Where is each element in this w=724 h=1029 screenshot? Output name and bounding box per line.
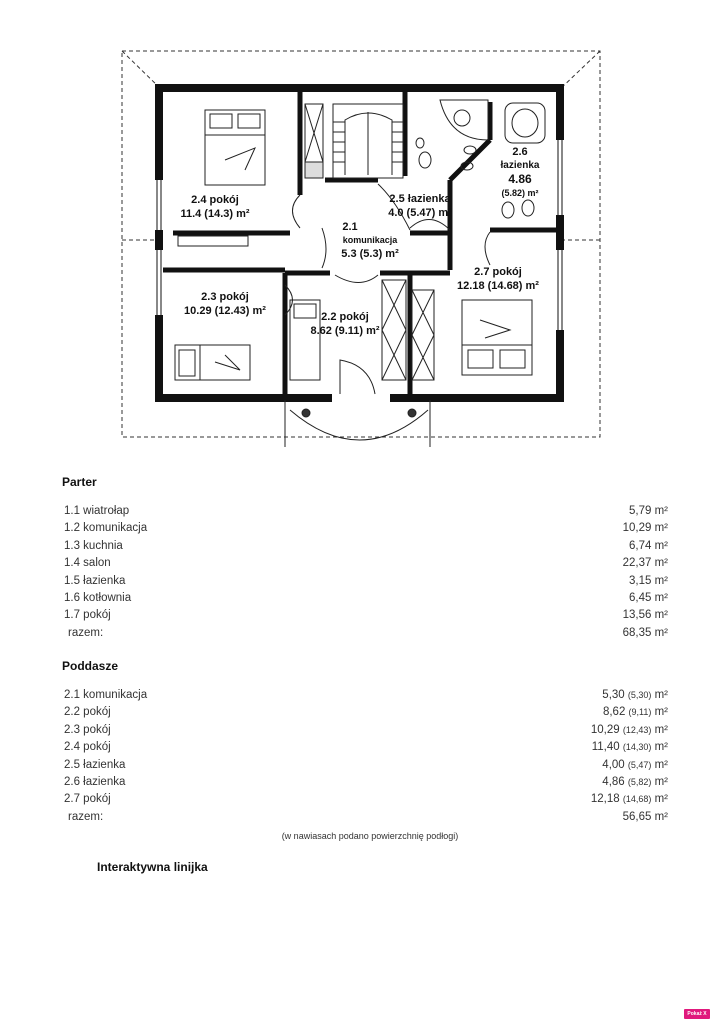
parter-row: 1.3 kuchnia 6,74 m² bbox=[62, 538, 668, 555]
parter-table: 1.1 wiatrołap 5,79 m² 1.2 komunikacja 10,29… bbox=[62, 503, 668, 642]
parter-title: Parter bbox=[62, 475, 97, 489]
room-label-2-5: 2.5 łazienka bbox=[389, 193, 451, 205]
poddasze-row-value: 4,86 (5,82) m² bbox=[602, 775, 668, 788]
parter-row-name: 1.7 pokój bbox=[64, 609, 111, 622]
poddasze-row: 2.2 pokój 8,62 (9,11) m² bbox=[62, 704, 668, 721]
room-area-2-7: 12.18 (14.68) m² bbox=[457, 280, 539, 292]
poddasze-row-name: 2.2 pokój bbox=[64, 706, 111, 719]
poddasze-row: 2.6 łazienka 4,86 (5,82) m² bbox=[62, 774, 668, 791]
parter-row-name: razem: bbox=[68, 626, 104, 639]
parter-row: 1.1 wiatrołap 5,79 m² bbox=[62, 503, 668, 520]
poddasze-row: 2.1 komunikacja 5,30 (5,30) m² bbox=[62, 687, 668, 704]
room-label-2-6: 2.6 bbox=[512, 146, 527, 158]
poddasze-table: 2.1 komunikacja 5,30 (5,30) m² 2.2 pokój 8,… bbox=[62, 687, 668, 826]
parter-row: razem: 68,35 m² bbox=[62, 625, 668, 642]
poddasze-row-name: 2.6 łazienka bbox=[64, 775, 126, 788]
poddasze-row: razem: 56,65 m² bbox=[62, 809, 668, 826]
poddasze-row-name: 2.5 łazienka bbox=[64, 758, 126, 771]
parter-row: 1.4 salon 22,37 m² bbox=[62, 555, 668, 572]
poddasze-row-name: 2.7 pokój bbox=[64, 793, 111, 806]
poddasze-row-floor-area: (5,30) bbox=[627, 690, 652, 700]
room-name-2-6: łazienka bbox=[501, 160, 540, 171]
parter-row-value: 13,56 m² bbox=[622, 609, 668, 622]
poddasze-row-floor-area: (5,47) bbox=[627, 759, 652, 770]
room-label-2-2: 2.2 pokój bbox=[321, 311, 369, 323]
poddasze-row: 2.7 pokój 12,18 (14,68) m² bbox=[62, 791, 668, 808]
parter-row-name: 1.6 kotłownia bbox=[64, 591, 132, 604]
parter-row-value: 5,79 m² bbox=[629, 505, 668, 517]
room-area-2-2: 8.62 (9.11) m² bbox=[310, 325, 379, 337]
poddasze-row-floor-area: (12,43) bbox=[622, 724, 652, 735]
parter-row: 1.5 łazienka 3,15 m² bbox=[62, 573, 668, 590]
poddasze-row-name: 2.1 komunikacja bbox=[64, 689, 148, 701]
room-area-2-5: 4.0 (5.47) m² bbox=[388, 207, 452, 219]
poddasze-row-value: 10,29 (12,43) m² bbox=[590, 723, 668, 736]
parter-row-name: 1.4 salon bbox=[64, 557, 111, 570]
parter-row-name: 1.2 komunikacja bbox=[64, 522, 148, 535]
parter-row: 1.6 kotłownia 6,45 m² bbox=[62, 590, 668, 607]
floor-plan: 2.4 pokój 11.4 (14.3) m² 2.5 łazienka 4.0 (… bbox=[121, 50, 601, 447]
room-area-2-4: 11.4 (14.3) m² bbox=[180, 208, 249, 220]
parter-row-value: 3,15 m² bbox=[629, 574, 668, 587]
poddasze-row-value: 11,40 (14,30) m² bbox=[591, 741, 668, 754]
parter-row-name: 1.5 łazienka bbox=[64, 574, 126, 587]
parter-row-value: 22,37 m² bbox=[622, 557, 668, 570]
poddasze-row-floor-area: (14,68) bbox=[622, 794, 652, 805]
parter-row-value: 6,45 m² bbox=[629, 591, 668, 604]
poddasze-row-value: 8,62 (9,11) m² bbox=[602, 706, 668, 719]
parter-row: 1.7 pokój 13,56 m² bbox=[62, 607, 668, 624]
room-floor-area-2-6: (5.82) m² bbox=[501, 188, 538, 198]
room-label-2-4: 2.4 pokój bbox=[191, 194, 239, 206]
room-label-2-1: 2.1 bbox=[342, 221, 357, 233]
poddasze-row: 2.5 łazienka 4,00 (5,47) m² bbox=[62, 757, 668, 774]
parter-row-value: 10,29 m² bbox=[622, 522, 668, 535]
room-area-2-1: 5.3 (5.3) m² bbox=[341, 248, 399, 260]
parter-row-name: 1.1 wiatrołap bbox=[64, 505, 130, 517]
poddasze-row: 2.4 pokój 11,40 (14,30) m² bbox=[62, 739, 668, 756]
poddasze-row-name: 2.3 pokój bbox=[64, 723, 111, 736]
parter-row-name: 1.3 kuchnia bbox=[64, 539, 123, 552]
poddasze-row-name: 2.4 pokój bbox=[64, 741, 111, 754]
poddasze-row-name: razem: bbox=[68, 810, 104, 823]
room-name-2-1: komunikacja bbox=[343, 235, 399, 245]
room-area-2-3: 10.29 (12.43) m² bbox=[184, 305, 266, 317]
poddasze-row-value: 12,18 (14,68) m² bbox=[590, 793, 668, 806]
corner-badge[interactable]: Pokaż X Ukr bbox=[684, 1009, 710, 1027]
poddasze-title: Poddasze bbox=[62, 659, 119, 673]
poddasze-row: 2.3 pokój 10,29 (12,43) m² bbox=[62, 722, 668, 739]
ruler-title[interactable]: Interaktywna linijka bbox=[97, 860, 208, 874]
parter-row-value: 68,35 m² bbox=[622, 626, 668, 639]
poddasze-row-floor-area: (9,11) bbox=[628, 707, 652, 718]
parter-row: 1.2 komunikacja 10,29 m² bbox=[62, 520, 668, 537]
area-note: (w nawiasach podano powierzchnię podłogi… bbox=[281, 831, 459, 841]
poddasze-row-floor-area: (14,30) bbox=[622, 742, 652, 753]
poddasze-row-value: 4,00 (5,47) m² bbox=[602, 758, 668, 771]
poddasze-row-floor-area: (5,82) bbox=[627, 776, 652, 787]
room-area-2-6: 4.86 bbox=[508, 172, 532, 186]
parter-row-value: 6,74 m² bbox=[629, 539, 668, 552]
poddasze-row-value: 5,30 (5,30) m² bbox=[602, 689, 668, 701]
room-label-2-7: 2.7 pokój bbox=[474, 266, 522, 278]
poddasze-row-value: 56,65 m² bbox=[622, 810, 668, 823]
room-label-2-3: 2.3 pokój bbox=[201, 291, 249, 303]
